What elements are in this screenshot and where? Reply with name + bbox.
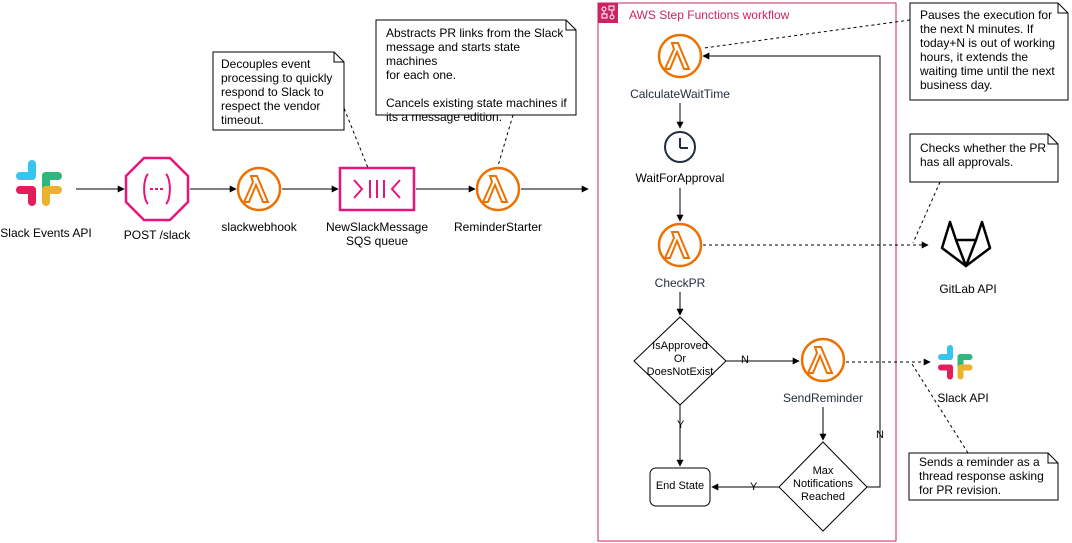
decision-max-notifications	[778, 441, 868, 532]
lambda-icon-calculatewaittime	[657, 33, 703, 79]
note-sends: Sends a reminder as a thread response as…	[919, 455, 1044, 497]
label-slack-events-api: Slack Events API	[0, 226, 92, 240]
note-decouple-box	[212, 51, 345, 131]
edge-label-n-approved: N	[741, 354, 749, 366]
sqs-queue-icon	[338, 166, 416, 212]
edge-label-y-max: Y	[750, 481, 758, 493]
label-slack-api: Slack API	[937, 391, 989, 405]
label-sqs-type: SQS queue	[345, 234, 409, 248]
lambda-icon-slackwebhook	[236, 166, 282, 212]
label-post-slack: POST /slack	[123, 228, 191, 242]
label-checkpr: CheckPR	[654, 276, 706, 290]
gitlab-logo-icon	[940, 220, 992, 268]
note-checks: Checks whether the PR has all approvals.	[920, 141, 1047, 169]
edge-label-n-max: N	[876, 429, 884, 441]
end-state-box	[649, 467, 711, 507]
decision-max-notifications-label: Max Notifications Reached	[793, 465, 853, 503]
label-waitforapproval: WaitForApproval	[635, 171, 725, 185]
label-sqs-name: NewSlackMessage	[325, 220, 429, 234]
lambda-icon-checkpr	[657, 222, 703, 268]
step-functions-icon	[598, 3, 618, 23]
lambda-icon-reminderstarter	[475, 166, 521, 212]
label-gitlab-api: GitLab API	[939, 282, 997, 296]
label-sendreminder: SendReminder	[782, 391, 864, 405]
note-pauses-box	[909, 2, 1069, 101]
note-pauses: Pauses the execution for the next N minu…	[920, 8, 1056, 92]
note-decouple: Decouples event processing to quickly re…	[221, 57, 333, 127]
edge-label-y-approved: Y	[677, 419, 685, 431]
api-gateway-icon	[124, 156, 190, 222]
slack-logo-icon	[16, 160, 62, 206]
note-abstracts-box	[375, 19, 577, 116]
note-sends-box	[908, 452, 1059, 501]
step-functions-title: AWS Step Functions workflow	[629, 8, 790, 22]
decision-is-approved-label: IsApproved Or DoesNotExist	[646, 340, 714, 378]
label-calculatewaittime: CalculateWaitTime	[630, 87, 730, 101]
lambda-icon-sendreminder	[800, 337, 846, 383]
label-slackwebhook: slackwebhook	[221, 220, 297, 234]
step-functions-group	[597, 2, 897, 542]
clock-icon	[664, 131, 696, 163]
note-abstracts: Abstracts PR links from the Slack messag…	[386, 26, 567, 124]
label-reminderstarter: ReminderStarter	[453, 220, 543, 234]
note-checks-box	[909, 133, 1059, 183]
end-state-label: End State	[655, 480, 705, 492]
slack-api-logo-icon	[938, 345, 973, 380]
